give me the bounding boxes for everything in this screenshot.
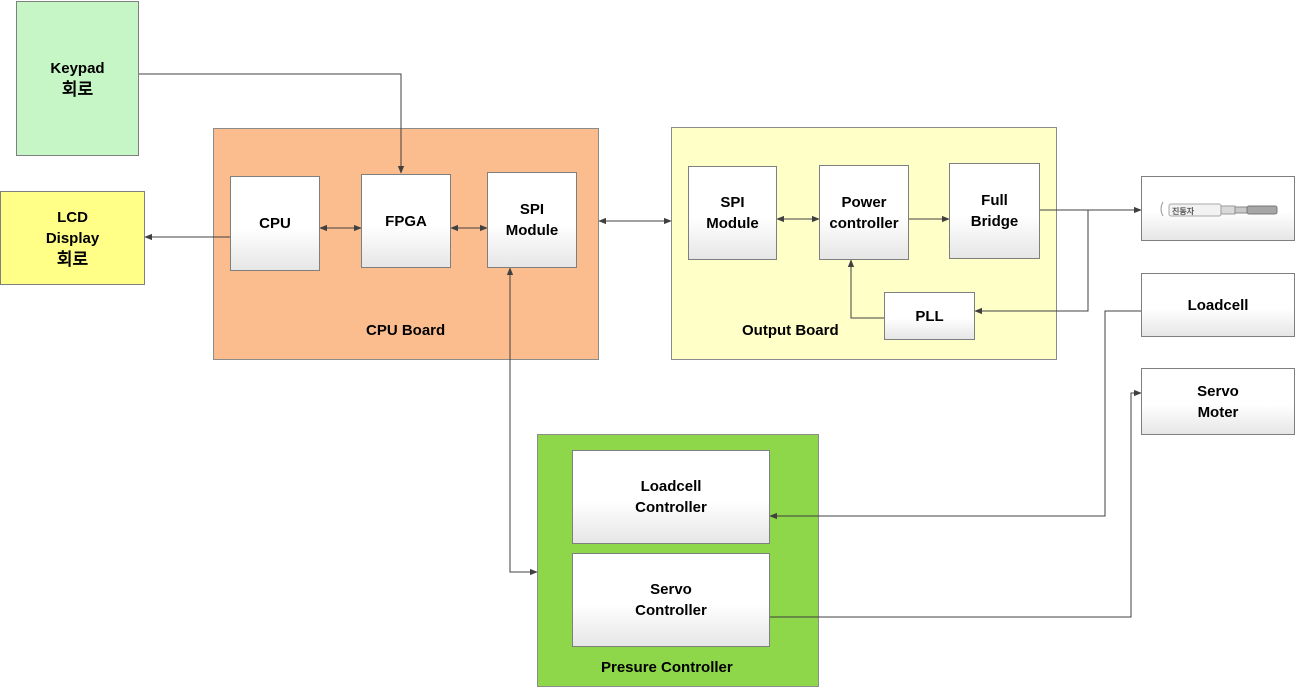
pressure-controller-label: Presure Controller xyxy=(601,659,733,676)
servo-controller-to-moter-wire xyxy=(770,389,1142,618)
device-label: 진동자 xyxy=(1172,206,1195,216)
pll-to-power-wire xyxy=(847,259,884,319)
bridge-to-pll-wire xyxy=(974,210,1089,315)
fpga-block: FPGA xyxy=(361,174,451,268)
keypad-block: Keypad 회로 xyxy=(16,1,139,156)
cpu-board-label: CPU Board xyxy=(366,322,446,339)
lcd-label: LCD xyxy=(57,208,88,226)
loadcell-controller-block: Loadcell Controller xyxy=(572,450,770,544)
keypad-korean-label: 회로 xyxy=(61,79,94,99)
cpu-spi-module-block: SPI Module xyxy=(487,172,577,268)
lcd-display-block: LCD Display 회로 xyxy=(0,191,145,285)
vibrator-device-block: 진동자 xyxy=(1141,176,1295,241)
servo-controller-block: Servo Controller xyxy=(572,553,770,647)
servo-moter-block: Servo Moter xyxy=(1141,368,1295,435)
loadcell-to-controller-wire xyxy=(769,310,1141,520)
syringe-icon: 진동자 xyxy=(1160,201,1278,216)
output-board-label: Output Board xyxy=(742,322,839,339)
display-label: Display xyxy=(45,229,100,247)
keypad-label: Keypad xyxy=(50,59,105,77)
keypad-to-fpga-wire xyxy=(139,73,405,174)
cpu-block: CPU xyxy=(230,176,320,271)
pll-block: PLL xyxy=(884,292,975,340)
loadcell-block: Loadcell xyxy=(1141,273,1295,337)
full-bridge-block: Full Bridge xyxy=(949,163,1040,259)
output-spi-module-block: SPI Module xyxy=(688,166,777,260)
lcd-korean-label: 회로 xyxy=(56,249,89,269)
power-controller-block: Power controller xyxy=(819,165,909,260)
spi-to-pressure-controller-wire xyxy=(506,267,538,576)
